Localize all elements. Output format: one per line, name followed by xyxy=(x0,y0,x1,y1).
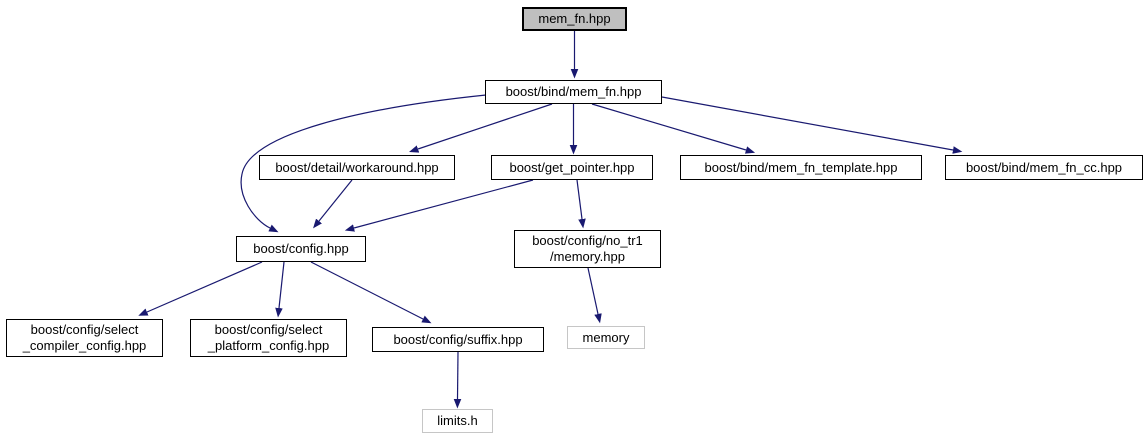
edge-config-to-suffix xyxy=(310,261,432,324)
edge-get_pointer-to-config xyxy=(344,179,534,232)
edge-workaround-to-config xyxy=(313,179,353,229)
graph-node-limits-h: limits.h xyxy=(422,409,493,433)
edge-bind_mem_fn-to-mem_fn_cc xyxy=(661,96,963,154)
graph-node-boost-config-select_compiler_config-hpp[interactable]: boost/config/select _compiler_config.hpp xyxy=(6,319,163,357)
graph-node-boost-bind-mem_fn_template-hpp[interactable]: boost/bind/mem_fn_template.hpp xyxy=(680,155,922,180)
edge-no_tr1_memory-to-memory xyxy=(587,267,602,324)
graph-node-boost-config-no_tr1-memory-hpp[interactable]: boost/config/no_tr1 /memory.hpp xyxy=(514,230,661,268)
graph-node-boost-get_pointer-hpp[interactable]: boost/get_pointer.hpp xyxy=(491,155,653,180)
graph-node-boost-config-hpp[interactable]: boost/config.hpp xyxy=(236,236,366,262)
graph-node-boost-bind-mem_fn_cc-hpp[interactable]: boost/bind/mem_fn_cc.hpp xyxy=(945,155,1143,180)
graph-node-boost-config-select_platform_config-hpp[interactable]: boost/config/select _platform_config.hpp xyxy=(190,319,347,357)
edge-config-to-select_compiler xyxy=(138,261,263,316)
graph-node-boost-config-suffix-hpp[interactable]: boost/config/suffix.hpp xyxy=(372,327,544,352)
graph-node-boost-detail-workaround-hpp[interactable]: boost/detail/workaround.hpp xyxy=(259,155,455,180)
edge-config-to-select_platform xyxy=(275,261,285,318)
edge-get_pointer-to-no_tr1_memory xyxy=(576,179,586,229)
graph-node-boost-bind-mem_fn-hpp[interactable]: boost/bind/mem_fn.hpp xyxy=(485,80,662,104)
edge-bind_mem_fn-to-mem_fn_template xyxy=(591,103,756,154)
graph-node-memory: memory xyxy=(567,326,645,349)
edge-suffix-to-limits xyxy=(453,351,462,409)
edge-bind_mem_fn-to-workaround xyxy=(408,103,553,153)
graph-node-mem_fn-hpp: mem_fn.hpp xyxy=(522,7,627,31)
